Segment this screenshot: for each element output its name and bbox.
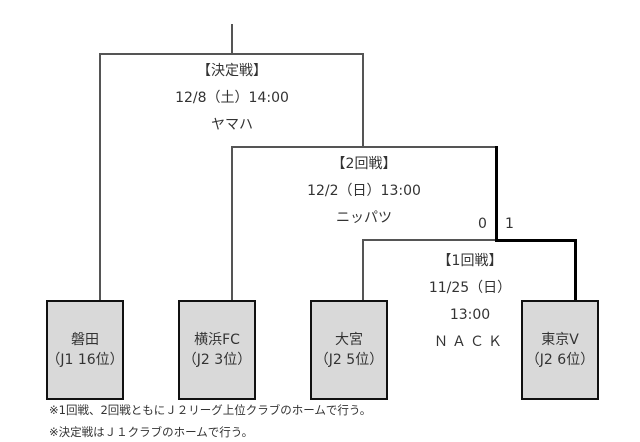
final-bracket-left-leg [99, 53, 101, 301]
final-round-venue: ヤマハ [211, 117, 253, 133]
team-box-omiya: 大宮 （J2 5位） [310, 300, 388, 400]
second-round-info: 【2回戦】 12/2（日）13:00 ニッパツ [264, 151, 464, 232]
final-top-stem [231, 24, 233, 54]
team-name: 大宮 [335, 332, 363, 348]
team-name: 東京V [541, 332, 579, 348]
first-bracket-left-leg [362, 239, 364, 301]
first-bracket-top-winner [495, 239, 577, 242]
first-round-info: 【1回戦】 11/25（日） 13:00 ＮＡＣＫ [370, 248, 570, 356]
first-round-title: 【1回戦】 [437, 253, 503, 269]
first-round-date: 11/25（日） [428, 280, 512, 296]
final-round-date: 12/8（土）14:00 [175, 90, 289, 106]
note-2: ※決定戦はＪ１クラブのホームで行う。 [49, 425, 254, 439]
team-name: 横浜FC [194, 332, 240, 348]
first-bracket-top-left [362, 239, 497, 241]
team-rank: （J2 5位） [314, 352, 384, 368]
note-1: ※1回戦、2回戦ともにＪ２リーグ上位クラブのホームで行う。 [49, 403, 372, 417]
second-round-date: 12/2（日）13:00 [307, 183, 421, 199]
second-bracket-left-leg [231, 146, 233, 301]
final-round-title: 【決定戦】 [197, 63, 267, 79]
team-name: 磐田 [71, 332, 99, 348]
second-round-venue: ニッパツ [336, 210, 392, 226]
second-round-title: 【2回戦】 [331, 156, 397, 172]
team-rank: （J1 16位） [46, 352, 124, 368]
score-right: 1 [505, 216, 514, 232]
final-round-info: 【決定戦】 12/8（土）14:00 ヤマハ [132, 58, 332, 139]
team-rank: （J2 3位） [182, 352, 252, 368]
first-round-venue: ＮＡＣＫ [434, 334, 506, 350]
team-box-yokohama-fc: 横浜FC （J2 3位） [178, 300, 256, 400]
second-bracket-top [231, 146, 497, 148]
final-bracket-right-leg [362, 53, 364, 148]
first-bracket-right-leg-winner [574, 239, 577, 301]
team-box-tokyo-v: 東京V （J2 6位） [521, 300, 599, 400]
score-left: 0 [478, 216, 487, 232]
team-box-iwata: 磐田 （J1 16位） [46, 300, 124, 400]
team-rank: （J2 6位） [525, 352, 595, 368]
second-bracket-right-leg-winner [495, 146, 498, 242]
first-round-time: 13:00 [449, 307, 491, 323]
final-bracket-top [99, 53, 364, 55]
